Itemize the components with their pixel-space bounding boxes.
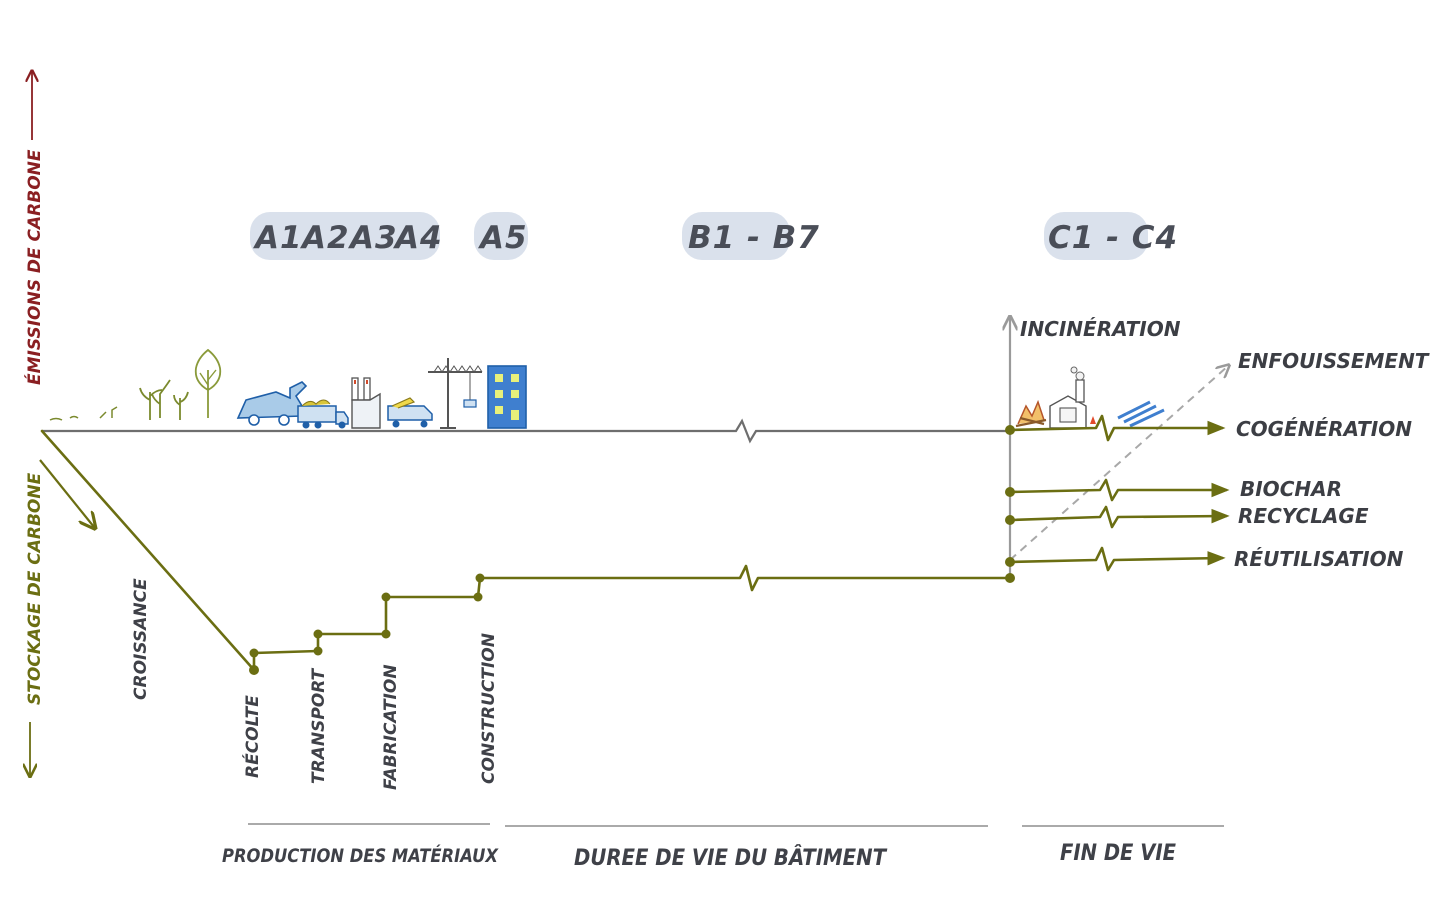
harvester-icon: [236, 381, 308, 426]
storage-axis-label: STOCKAGE DE CARBONE: [25, 472, 45, 705]
reuse-arrow: [1008, 546, 1226, 572]
phase-label-duree: DUREE DE VIE DU BÂTIMENT: [574, 845, 888, 871]
stage-label-a3: A3: [347, 220, 398, 256]
tower-crane-icon: [428, 358, 483, 429]
step-label-fabrication: FABRICATION: [381, 664, 401, 790]
phase-label-production: PRODUCTION DES MATÉRIAUX: [222, 844, 499, 867]
zero-baseline: [42, 418, 1010, 444]
eol-label-enfouissement: ENFOUISSEMENT: [1238, 349, 1430, 373]
biochar-arrow: [1008, 478, 1230, 502]
storage-direction-arrow-icon: [39, 459, 94, 527]
stage-label-a2: A2: [299, 220, 350, 256]
factory-icon: [351, 377, 381, 429]
eol-label-reutilisation: RÉUTILISATION: [1234, 547, 1404, 571]
stage-label-b: B1 - B7: [688, 220, 820, 256]
stage-label-a1: A1: [252, 220, 303, 256]
end-of-life-nodes: [1005, 425, 1015, 583]
growth-label: CROISSANCE: [131, 578, 151, 700]
seedlings-icon: [49, 379, 189, 421]
landfill-arrow: [1009, 366, 1228, 561]
eol-label-cogeneration: COGÉNÉRATION: [1236, 417, 1412, 441]
cogeneration-arrow: [1008, 414, 1226, 442]
crane-truck-icon: [387, 397, 433, 428]
recycling-arrow: [1008, 505, 1230, 529]
building-icon: [487, 365, 527, 429]
stage-pill-c: [1044, 212, 1148, 260]
storage-axis: STOCKAGE DE CARBONE: [25, 472, 45, 775]
burning-wood-icon: [1015, 399, 1047, 428]
stage-pill-a5: [474, 212, 528, 260]
step-label-construction: CONSTRUCTION: [479, 633, 499, 784]
boards-icon: [1117, 400, 1165, 428]
eol-label-biochar: BIOCHAR: [1240, 477, 1342, 501]
emissions-axis-label: ÉMISSIONS DE CARBONE: [23, 149, 45, 385]
eol-label-incineration: INCINÉRATION: [1020, 317, 1181, 341]
stage-label-a4: A4: [392, 220, 443, 256]
stage-label-a5: A5: [477, 220, 528, 256]
stage-pill-b: [682, 212, 790, 260]
stage-pill-a1-a4: [250, 212, 440, 260]
step-label-recolte: RÉCOLTE: [241, 695, 263, 778]
emissions-axis: ÉMISSIONS DE CARBONE: [23, 72, 45, 385]
eol-label-recyclage: RECYCLAGE: [1238, 504, 1369, 528]
step-label-transport: TRANSPORT: [309, 667, 329, 784]
log-truck-icon: [297, 399, 349, 429]
tree-icon: [194, 348, 222, 418]
power-plant-icon: [1049, 366, 1096, 429]
carbon-storage-curve: [40, 429, 1012, 672]
stage-label-c: C1 - C4: [1048, 220, 1178, 256]
phase-label-fin: FIN DE VIE: [1060, 841, 1176, 866]
storage-nodes: [249, 573, 485, 675]
stage-labels: A1 A2 A3 A4 A5 B1 - B7 C1 - C4: [250, 212, 1178, 260]
